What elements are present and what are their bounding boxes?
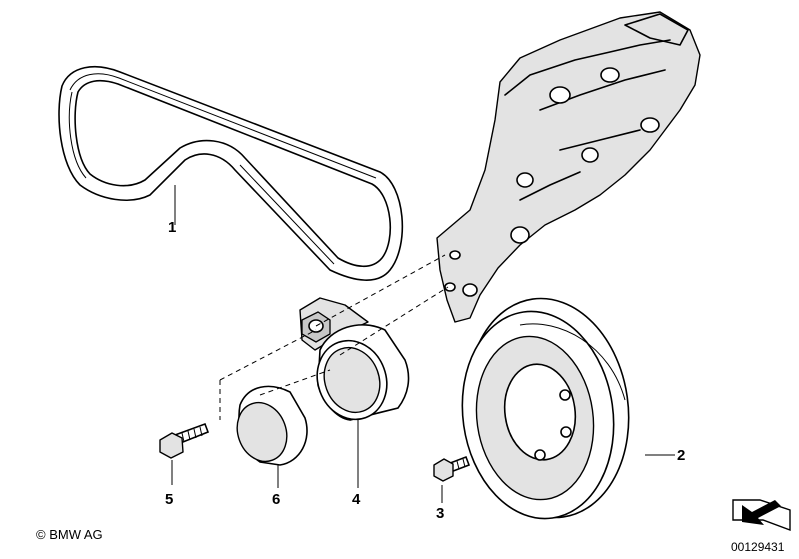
document-number: 00129431 [731,540,785,554]
label-part-3: 3 [436,505,445,522]
copyright-text: © BMW AG [36,527,103,542]
pulley [461,297,630,520]
leader-lines [171,185,675,503]
assembly-lines [219,254,449,420]
label-part-6: 6 [272,491,281,508]
label-part-4: 4 [352,491,361,508]
label-part-1: 1 [168,219,177,236]
pulley-bolt [433,455,471,482]
label-part-2: 2 [677,447,686,464]
arrow-icon [732,499,791,532]
roller-cap [236,385,308,466]
tensioner-bolt [159,422,210,459]
drive-belt [58,65,404,281]
label-part-5: 5 [165,491,174,508]
tensioner-assembly [299,297,410,421]
mounting-bracket [436,11,701,323]
